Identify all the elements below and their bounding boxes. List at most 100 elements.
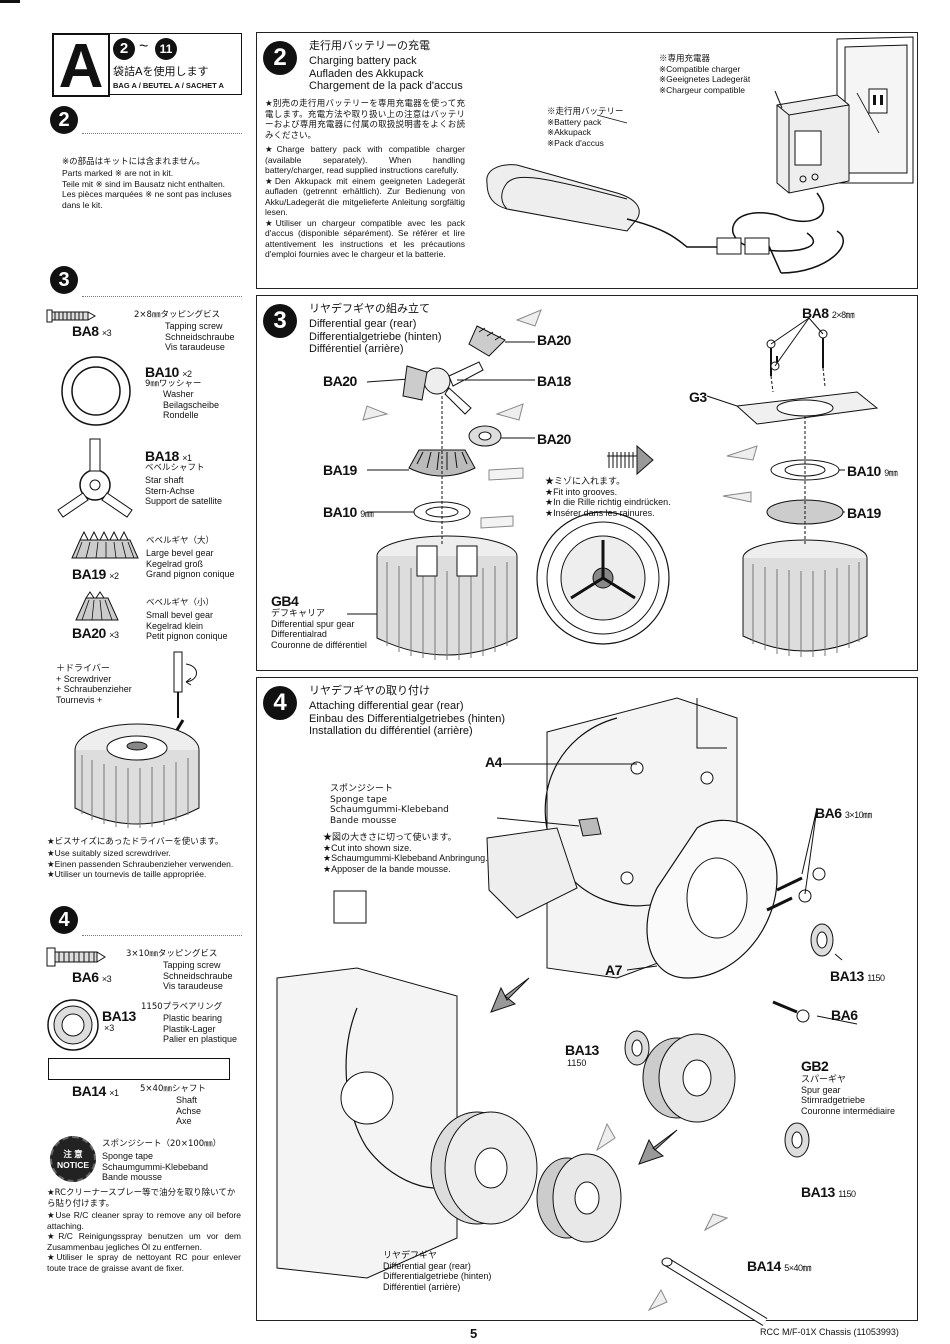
s4-a4: A4 — [485, 754, 502, 770]
ba8-code-text: BA8 — [72, 323, 99, 339]
s3-ba10-left: BA10 9㎜ — [323, 504, 374, 520]
step-3-panel: 3 リヤデフギヤの組み立て Differential gear (rear) D… — [256, 295, 918, 671]
ba19-code-text: BA19 — [72, 566, 106, 582]
ba8-size: 2×8㎜タッピングビス — [134, 310, 220, 320]
ba6-code-text: BA6 — [72, 969, 99, 985]
left-step-4-rule — [82, 935, 242, 936]
ba19-names: Large bevel gear Kegelrad groß Grand pig… — [146, 548, 235, 579]
ba14-code-text: BA14 — [72, 1083, 106, 1099]
step-3-title-jp: リヤデフギヤの組み立て — [309, 302, 430, 315]
ba8-qty: ×3 — [101, 328, 112, 338]
s3-ba20-top: BA20 — [537, 332, 571, 348]
s4-ba13-lower-text: BA13 — [801, 1184, 835, 1200]
spur-gear-assembly-icon — [74, 719, 200, 828]
s3-ba10-left-text: BA10 — [323, 504, 357, 520]
s4-cut-note: ★図の大きさに切って使います。 ★Cut into shown size. ★S… — [323, 832, 488, 874]
s4-ba13-right-text: BA13 — [830, 968, 864, 984]
ba6-size: 3×10㎜タッピングビス — [126, 949, 218, 959]
ba6-names: Tapping screw Schneidschraube Vis taraud… — [163, 960, 233, 991]
bag-header: A 2 ~ 11 袋詰Aを使用します BAG A / BEUTEL A / SA… — [52, 32, 242, 101]
ba13-jp: 1150プラベアリング — [141, 1002, 223, 1012]
s4-gb2-names: スパーギヤ Spur gear Stirnradgetriebe Couronn… — [801, 1074, 896, 1116]
s4-ba6-top-size: 3×10㎜ — [844, 810, 872, 820]
step-4-title-jp: リヤデフギヤの取り付け — [309, 684, 430, 697]
s3-groove-note: ★ミゾに入れます。 ★Fit into grooves. ★In die Ril… — [545, 476, 671, 518]
driver-note: ★Use suitably sized screwdriver. ★Einen … — [47, 848, 234, 879]
s3-ba18: BA18 — [537, 373, 571, 389]
step-2-title: Charging battery pack Aufladen des Akkup… — [309, 55, 463, 92]
s3-ba8-text: BA8 — [802, 305, 829, 321]
ba14-code: BA14 ×1 — [72, 1083, 119, 1099]
bag-letter-box: A — [52, 32, 110, 101]
bag-label: BAG A / BEUTEL A / SACHET A — [113, 81, 224, 90]
charger-label: ※専用充電器 ※Compatible charger ※Geeignetes L… — [659, 53, 751, 95]
step-2-badge: 2 — [263, 41, 297, 75]
ba10-names: Washer Beilagscheibe Rondelle — [163, 389, 220, 420]
sponge-names: Sponge tape Schaumgummi-Klebeband Bande … — [102, 1151, 209, 1182]
step-4-badge: 4 — [263, 686, 297, 720]
ba14-jp: 5×40㎜シャフト — [140, 1084, 206, 1094]
s3-ba10-right-text: BA10 — [847, 463, 881, 479]
bag-jp: 袋詰Aを使用します — [113, 65, 209, 78]
s4-ba13-lower-num: 1150 — [838, 1189, 856, 1199]
page-number: 5 — [470, 1326, 478, 1341]
ba18-code: BA18 ×1 — [145, 448, 192, 464]
s3-ba8: BA8 2×8㎜ — [802, 305, 855, 321]
s3-ba8-size: 2×8㎜ — [831, 310, 855, 320]
driver-note-jp: ★ビスサイズにあったドライバーを使います。 — [47, 837, 224, 847]
step-to-badge: 11 — [155, 38, 177, 60]
ba8-screw-icon — [46, 309, 97, 323]
left-column: 2 ※の部品はキットには含まれません。 Parts marked ※ are n… — [0, 0, 252, 1344]
step-3-badge: 3 — [263, 304, 297, 338]
s4-sponge: スポンジシート Sponge tape Schaumgummi-Klebeban… — [330, 784, 449, 826]
sponge-jp: スポンジシート（20×100㎜） — [102, 1139, 222, 1149]
ba13-qty: ×3 — [104, 1023, 115, 1033]
s3-ba10-right: BA10 9㎜ — [847, 463, 898, 479]
step-tilde: ~ — [139, 38, 149, 55]
screwdriver-icon — [173, 651, 197, 718]
step-4-title: Attaching differential gear (rear) Einba… — [309, 700, 506, 737]
ba13-code: BA13 — [102, 1008, 136, 1024]
ba14-names: Shaft Achse Axe — [176, 1095, 202, 1126]
footer-model: RCC M/F-01X Chassis (11053993) — [760, 1327, 899, 1337]
s3-ba19-left: BA19 — [323, 462, 357, 478]
s4-ba6-bottom: BA6 — [831, 1007, 858, 1023]
ba20-code: BA20 ×3 — [72, 625, 119, 641]
ba6-screw-icon — [46, 947, 106, 967]
ba18-jp: ベベルシャフト — [145, 463, 205, 473]
ba10-jp: 9㎜ワッシャー — [145, 379, 202, 389]
step-4-panel: 4 リヤデフギヤの取り付け Attaching differential gea… — [256, 677, 918, 1326]
ba19-code: BA19 ×2 — [72, 566, 119, 582]
ba13-bearing-icon — [47, 999, 99, 1051]
s4-ba13-right-num: 1150 — [867, 973, 885, 983]
ba10-qty: ×2 — [182, 369, 192, 379]
ba6-qty: ×3 — [101, 974, 112, 984]
ba6-code: BA6 ×3 — [72, 969, 112, 985]
ba18-qty: ×1 — [182, 453, 192, 463]
ba14-shaft-icon — [48, 1058, 230, 1080]
s4-ba13-right: BA13 1150 — [830, 968, 885, 984]
left-step-2-badge: 2 — [50, 106, 78, 134]
ba18-code-text: BA18 — [145, 448, 179, 464]
left-step-3-badge: 3 — [50, 266, 78, 294]
left-step-2-rule — [82, 133, 242, 134]
step-2-body: ★Charge battery pack with compatible cha… — [265, 144, 465, 259]
s3-gb4: GB4 — [271, 593, 299, 609]
bag-letter: A — [58, 32, 104, 101]
step-2-title-jp: 走行用バッテリーの充電 — [309, 39, 430, 52]
s3-ba19-right: BA19 — [847, 505, 881, 521]
ba20-code-text: BA20 — [72, 625, 106, 641]
ba18-names: Star shaft Stern-Achse Support de satell… — [145, 475, 223, 506]
ba8-code: BA8 ×3 — [72, 323, 112, 339]
differential-assembly-illustration — [347, 309, 879, 660]
s4-ba6-top: BA6 3×10㎜ — [815, 805, 872, 821]
ba10-code-text: BA10 — [145, 364, 179, 380]
s4-ba13-mid-num: 1150 — [567, 1058, 587, 1068]
ba8-names: Tapping screw Schneidschraube Vis taraud… — [165, 321, 235, 352]
s4-ba13-lower: BA13 1150 — [801, 1184, 856, 1200]
rc-note: ★Use R/C cleaner spray to remove any oil… — [47, 1210, 241, 1273]
s3-ba20-left: BA20 — [323, 373, 357, 389]
corner-rule — [0, 0, 20, 3]
left-step-3-rule — [82, 296, 242, 297]
s3-gb4-names: デフキャリア Differential spur gear Differenti… — [271, 608, 367, 650]
